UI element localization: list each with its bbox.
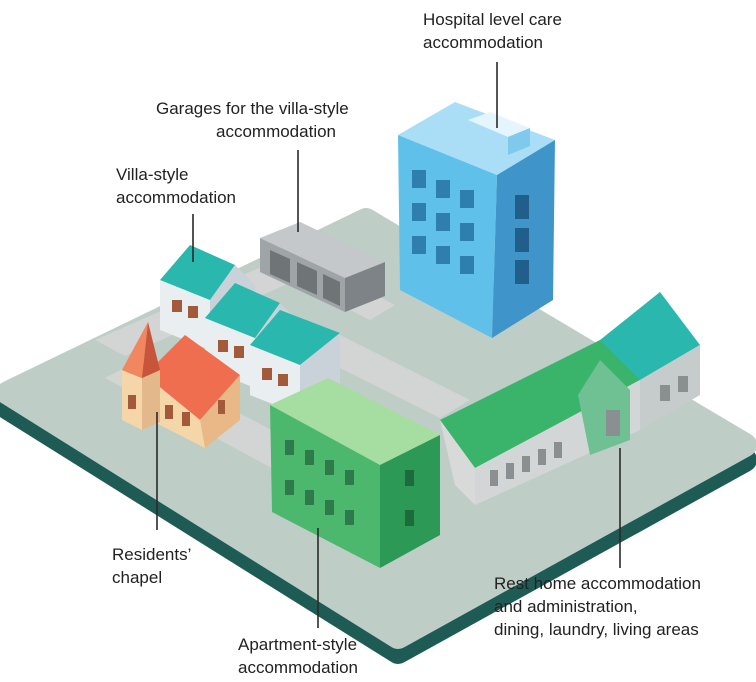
- apartment-building: [270, 378, 440, 568]
- garages-label: Garages for the villa-style accommodatio…: [156, 97, 349, 143]
- chapel: [122, 322, 240, 448]
- garages: [260, 222, 385, 312]
- rest-home-label-line-2: and administration,: [494, 597, 638, 616]
- hospital-label-line-1: Hospital level care: [423, 10, 562, 29]
- apartment-label-line-1: Apartment-style: [238, 635, 358, 654]
- garages-label-line-2: accommodation: [216, 122, 337, 141]
- chapel-label-line-2: chapel: [112, 568, 163, 587]
- leader-lines: [156, 62, 621, 628]
- rest-home-label: Rest home accommodation and administrati…: [494, 572, 701, 641]
- hospital-label: Hospital level care accommodation: [423, 8, 562, 54]
- villa-label-line-1: Villa-style: [116, 165, 189, 184]
- rest-home-label-line-1: Rest home accommodation: [494, 574, 701, 593]
- apartment-label-line-2: accommodation: [238, 658, 359, 677]
- hospital-building: [398, 102, 555, 338]
- rest-home-building: [440, 292, 700, 505]
- apartment-label: Apartment-style accommodation: [238, 633, 358, 679]
- hospital-label-line-2: accommodation: [423, 33, 544, 52]
- chapel-label-line-1: Residents’: [112, 545, 192, 564]
- rest-home-label-line-3: dining, laundry, living areas: [494, 620, 699, 639]
- chapel-label: Residents’ chapel: [112, 543, 191, 589]
- villa-houses: [160, 245, 340, 415]
- garages-label-line-1: Garages for the villa-style: [156, 99, 349, 118]
- villa-label-line-2: accommodation: [116, 188, 237, 207]
- villa-label: Villa-style accommodation: [116, 163, 236, 209]
